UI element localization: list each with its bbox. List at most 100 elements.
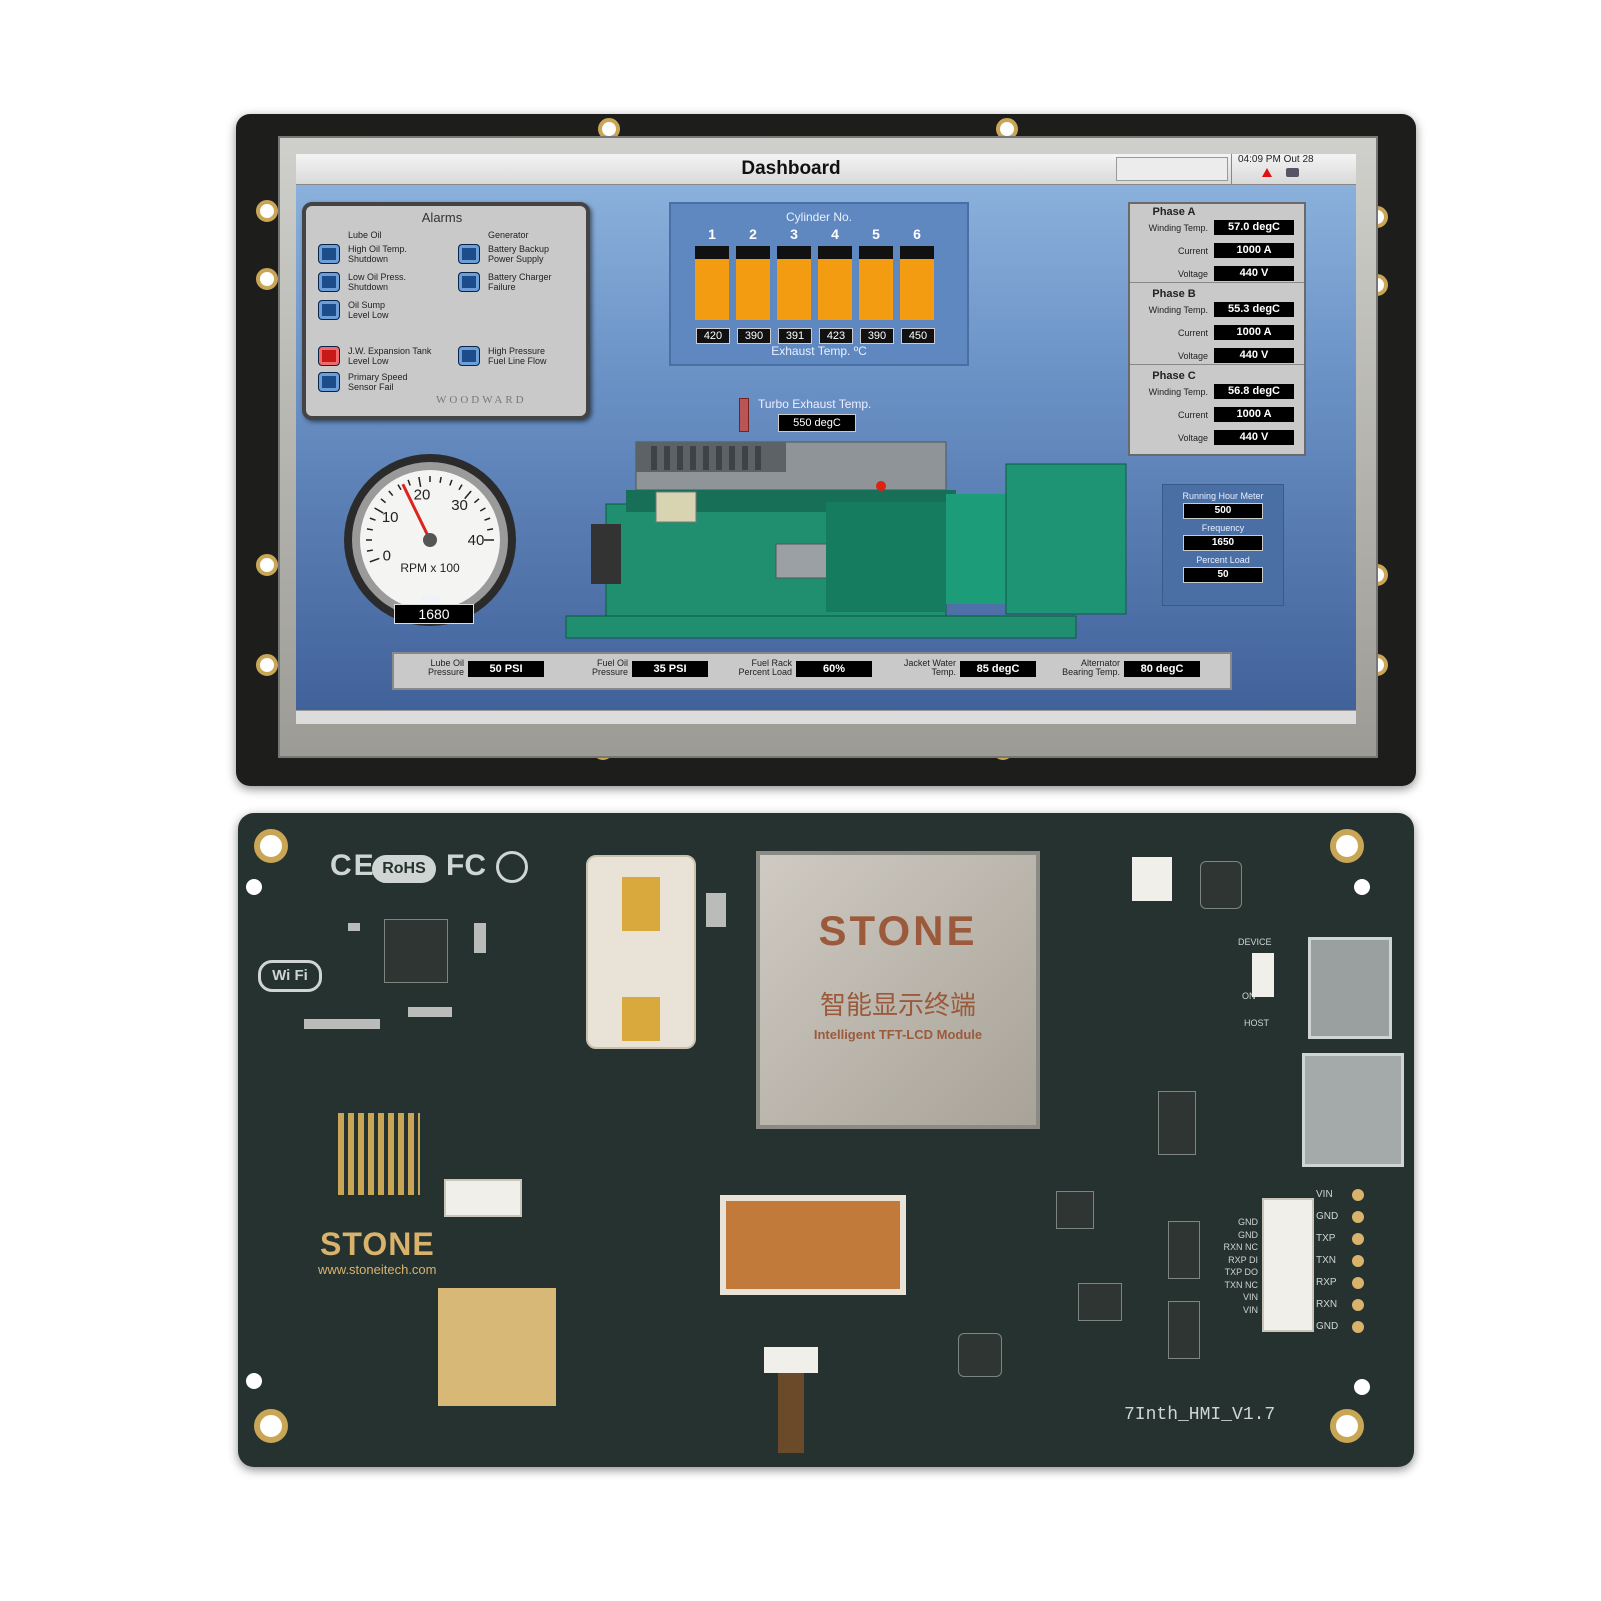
- signal-label: VIN: [1242, 1292, 1258, 1302]
- gold-pad: [438, 1288, 556, 1406]
- gauge-tick: [380, 498, 387, 504]
- gauge-tick-label: 10: [382, 509, 399, 526]
- cylinder-temp-value: 450: [901, 328, 935, 344]
- title-field[interactable]: [1116, 157, 1228, 181]
- smd-component: [706, 893, 726, 927]
- pin-header-connector[interactable]: [1262, 1198, 1314, 1332]
- touch-flex-cable: [778, 1373, 804, 1453]
- shield-brand: STONE: [818, 907, 978, 954]
- cylinder-bar-fill: [859, 259, 893, 320]
- pin-label: TXP: [1316, 1233, 1336, 1244]
- alarm-label: Oil Sump Level Low: [348, 300, 389, 320]
- mount-hole: [1330, 1409, 1364, 1443]
- meters-panel: Running Hour Meter 500 Frequency 1650 Pe…: [1162, 484, 1284, 606]
- battery-contact: [622, 877, 660, 931]
- gauge-tick: [397, 484, 402, 491]
- signal-label: GND: [1238, 1217, 1258, 1227]
- cylinder-number: 1: [708, 226, 716, 242]
- alarm-lamp-high-oil-temp[interactable]: [318, 244, 340, 264]
- gauge-tick-label: 0: [383, 548, 391, 565]
- cylinder-title: Cylinder No.: [785, 210, 853, 224]
- header-pin[interactable]: [1350, 1209, 1366, 1225]
- mount-hole: [254, 1409, 288, 1443]
- mount-hole: [254, 829, 288, 863]
- turbo-label: Turbo Exhaust Temp.: [758, 397, 872, 411]
- phase-title: Phase A: [1152, 206, 1196, 218]
- frequency-value: 1650: [1183, 535, 1263, 551]
- alarm-lamp-expansion-tank[interactable]: [318, 346, 340, 366]
- rpm-label: RPM: [421, 594, 441, 604]
- phase-voltage-value: 440 V: [1214, 430, 1294, 445]
- mount-hole: [1330, 829, 1364, 863]
- exhaust-temp-label: Exhaust Temp. ºC: [771, 344, 867, 358]
- header-pin[interactable]: [1350, 1297, 1366, 1313]
- cylinder-bar-fill: [695, 259, 729, 320]
- hmi-screen[interactable]: Dashboard 04:09 PM Out 28 Alarms Lube Oi…: [296, 154, 1356, 724]
- gauge-tick: [439, 476, 442, 484]
- gauge-tick: [369, 557, 380, 563]
- alarm-lamp-battery-charger[interactable]: [458, 272, 480, 292]
- usb-port[interactable]: [1308, 937, 1392, 1039]
- cylinder-number: 5: [872, 226, 880, 242]
- gauge-tick-label: 30: [451, 497, 468, 514]
- phase-current-value: 1000 A: [1214, 325, 1294, 340]
- status-value: 85 degC: [960, 661, 1036, 677]
- signal-label: GND: [1238, 1229, 1258, 1240]
- phase-voltage-label: Voltage: [1177, 351, 1208, 361]
- alarm-group-lube-oil: Lube Oil: [348, 230, 382, 240]
- phase-voltage-label: Voltage: [1177, 269, 1208, 279]
- mount-hole: [256, 200, 278, 222]
- phase-voltage-value: 440 V: [1214, 266, 1294, 281]
- cylinder-bar: [777, 246, 811, 320]
- cylinder-number: 4: [831, 226, 839, 242]
- phase-current-value: 1000 A: [1214, 243, 1294, 258]
- horizontal-scrollbar[interactable]: [296, 710, 1356, 724]
- gauge-tick: [486, 528, 494, 531]
- header-pin[interactable]: [1350, 1275, 1366, 1291]
- alarm-lamp-oil-sump[interactable]: [318, 300, 340, 320]
- shield-subtitle: Intelligent TFT-LCD Module: [813, 1027, 983, 1042]
- header-pin[interactable]: [1350, 1253, 1366, 1269]
- alarm-label: High Oil Temp. Shutdown: [348, 244, 407, 264]
- cylinder-bar: [695, 246, 729, 320]
- gauge-tick: [479, 507, 486, 512]
- cylinder-temp-value: 390: [860, 328, 894, 344]
- battery-contact: [622, 997, 660, 1041]
- header-pin[interactable]: [1350, 1231, 1366, 1247]
- header-pin[interactable]: [1350, 1319, 1366, 1335]
- signal-label: RXN NC: [1223, 1242, 1258, 1252]
- ic-chip: [1168, 1301, 1200, 1359]
- alarm-lamp-low-oil-press[interactable]: [318, 272, 340, 292]
- alarm-lamp-battery-backup[interactable]: [458, 244, 480, 264]
- frequency-label: Frequency: [1201, 523, 1245, 533]
- cylinder-temp-value: 423: [819, 328, 853, 344]
- alarm-lamp-speed-sensor[interactable]: [318, 372, 340, 392]
- ethernet-port[interactable]: [1302, 1053, 1404, 1167]
- ce-mark: CE: [330, 849, 376, 882]
- cylinder-number: 6: [913, 226, 921, 242]
- alarm-bell-icon[interactable]: [1262, 168, 1272, 177]
- rpm-value: 1680: [394, 604, 474, 624]
- generator-engine-illustration: [565, 441, 1127, 639]
- cylinder-bar: [900, 246, 934, 320]
- clock-panel: 04:09 PM Out 28: [1231, 154, 1356, 184]
- phase-winding-label: Winding Temp.: [1148, 387, 1208, 397]
- dip-switch[interactable]: [1252, 953, 1274, 997]
- phase-winding-value: 55.3 degC: [1214, 302, 1294, 317]
- turbo-pipe-icon: [739, 398, 749, 432]
- phase-separator: [1130, 364, 1304, 365]
- ic-chip: [1078, 1283, 1122, 1321]
- cylinder-temp-value: 390: [737, 328, 771, 344]
- alarm-lamp-fuel-line[interactable]: [458, 346, 480, 366]
- lcd-fpc-connector: [720, 1195, 906, 1295]
- shield-chinese-text: 智能显示终端: [819, 990, 976, 1020]
- header-pin[interactable]: [1350, 1187, 1366, 1203]
- status-value: 35 PSI: [632, 661, 708, 677]
- printer-icon[interactable]: [1286, 168, 1299, 177]
- gauge-tick: [464, 490, 472, 500]
- white-connector: [1132, 857, 1172, 901]
